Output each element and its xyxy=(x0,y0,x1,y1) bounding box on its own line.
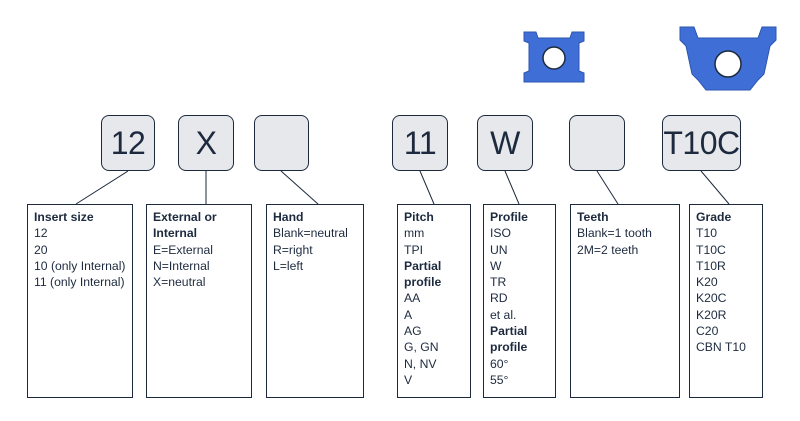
connector-line xyxy=(700,170,730,205)
desc-line: C20 xyxy=(696,324,719,339)
desc-line: V xyxy=(404,372,413,387)
desc-line: N, NV xyxy=(404,356,437,371)
desc-line: X=neutral xyxy=(153,275,206,290)
desc-box-profile: Profile ISO UN W TR RD et al. Partial pr… xyxy=(483,204,556,398)
desc-line: K20 xyxy=(696,275,718,290)
code-box-insert-size: 12 xyxy=(101,115,155,171)
desc-line: AG xyxy=(404,324,422,339)
desc-line: RD xyxy=(490,291,508,306)
grooving-insert-large-icon xyxy=(679,26,777,91)
code-box-external-internal: X xyxy=(178,115,234,171)
desc-box-hand: Hand Blank=neutral R=right L=left xyxy=(266,204,364,398)
desc-line: 55° xyxy=(490,372,509,387)
desc-line: R=right xyxy=(273,242,313,257)
code-box-grade: T10C xyxy=(662,115,741,171)
desc-line: AA xyxy=(404,291,421,306)
desc-line: K20C xyxy=(696,291,727,306)
desc-line: 11 (only Internal) xyxy=(34,275,125,290)
code-box-pitch: 11 xyxy=(392,115,448,171)
desc-line: K20R xyxy=(696,307,727,322)
desc-line: T10C xyxy=(696,242,726,257)
desc-heading: External or Internal xyxy=(153,210,217,241)
desc-line: 60° xyxy=(490,356,509,371)
desc-line: E=External xyxy=(153,242,213,257)
desc-box-pitch: Pitch mm TPI Partial profile AA A AG G, … xyxy=(397,204,471,398)
connector-line xyxy=(419,170,435,205)
connector-line xyxy=(75,170,129,205)
desc-line: A xyxy=(404,307,413,322)
desc-line: N=Internal xyxy=(153,258,210,273)
desc-subheading: Partial profile xyxy=(490,324,528,355)
desc-line: 2M=2 teeth xyxy=(577,242,639,257)
desc-line: W xyxy=(490,258,502,273)
desc-line: ISO xyxy=(490,226,511,241)
desc-line: T10 xyxy=(696,226,718,241)
desc-line: L=left xyxy=(273,258,304,273)
code-box-hand xyxy=(254,115,309,171)
desc-heading: Teeth xyxy=(577,210,609,224)
desc-line: T10R xyxy=(696,258,726,273)
desc-heading: Profile xyxy=(490,210,528,224)
desc-heading: Insert size xyxy=(34,210,94,224)
desc-line: TPI xyxy=(404,242,423,257)
desc-heading: Hand xyxy=(273,210,304,224)
connector-line xyxy=(596,170,619,205)
desc-box-teeth: Teeth Blank=1 tooth 2M=2 teeth xyxy=(570,204,680,398)
desc-box-insert-size: Insert size 12 20 10 (only Internal) 11 … xyxy=(27,204,133,398)
desc-box-external-internal: External or Internal E=External N=Intern… xyxy=(146,204,252,398)
desc-line: Blank=1 tooth xyxy=(577,226,652,241)
desc-line: TR xyxy=(490,275,507,290)
desc-line: 20 xyxy=(34,242,48,257)
desc-line: Blank=neutral xyxy=(273,226,348,241)
desc-line: G, GN xyxy=(404,340,439,355)
desc-line: UN xyxy=(490,242,508,257)
grooving-insert-small-icon xyxy=(523,31,585,83)
desc-box-grade: Grade T10 T10C T10R K20 K20C K20R C20 CB… xyxy=(689,204,763,398)
desc-line: et al. xyxy=(490,307,517,322)
desc-line: mm xyxy=(404,226,425,241)
connector-line xyxy=(280,170,319,205)
desc-line: 10 (only Internal) xyxy=(34,258,126,273)
connector-line xyxy=(504,170,520,205)
code-box-teeth xyxy=(569,115,625,171)
desc-line: 12 xyxy=(34,226,48,241)
desc-heading: Grade xyxy=(696,210,732,224)
desc-subheading: Partial profile xyxy=(404,258,442,290)
desc-heading: Pitch xyxy=(404,210,434,224)
desc-line: CBN T10 xyxy=(696,340,746,355)
code-box-profile: W xyxy=(477,115,533,171)
